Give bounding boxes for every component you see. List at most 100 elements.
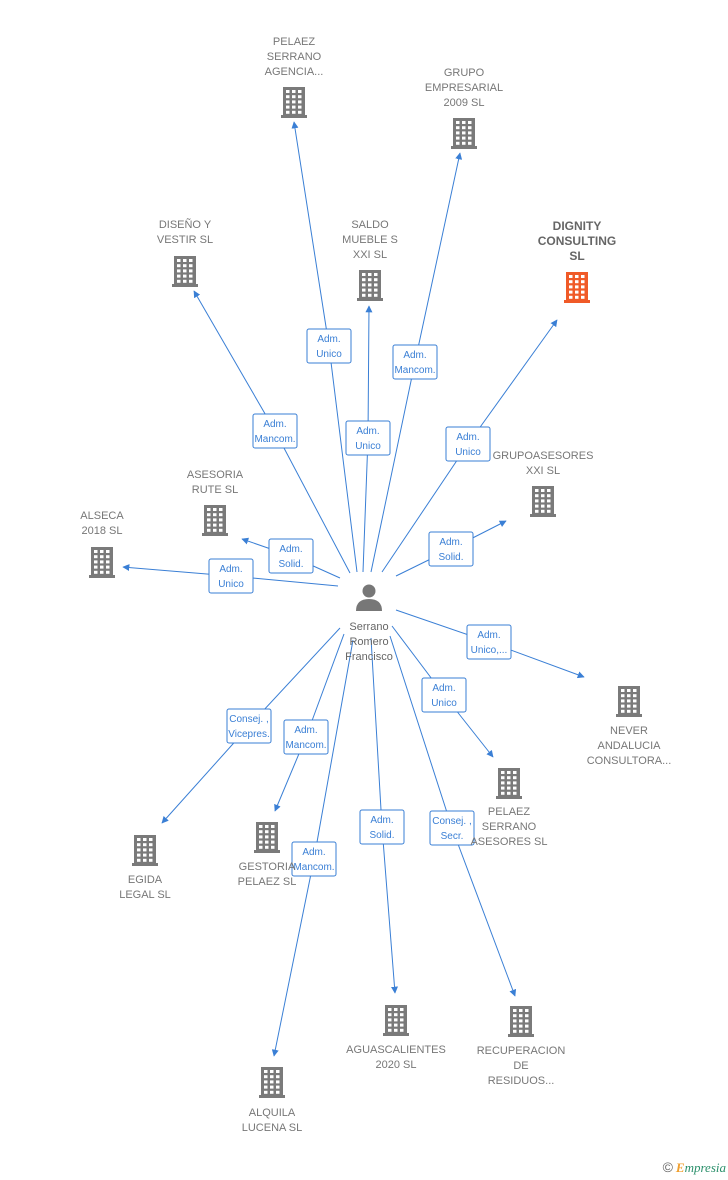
relation-label-box bbox=[268, 538, 314, 574]
company-label-line: CONSULTING bbox=[538, 234, 616, 248]
company-label-line: ANDALUCIA bbox=[598, 740, 662, 752]
relation-label-box bbox=[428, 531, 474, 567]
relation-label-text: Adm. bbox=[219, 564, 242, 575]
building-icon bbox=[496, 768, 522, 799]
relation-label-text: Unico,... bbox=[471, 645, 508, 656]
company-label-line: DISEÑO Y bbox=[159, 218, 212, 231]
company-node-aguascalientes-2020[interactable]: AGUASCALIENTES 2020 SL bbox=[346, 1005, 446, 1071]
company-label-line: EMPRESARIAL bbox=[425, 82, 503, 94]
building-icon bbox=[451, 118, 477, 149]
relation-label-alquila-lucena[interactable]: Adm. Mancom. bbox=[291, 841, 337, 877]
building-icon bbox=[281, 87, 307, 118]
relation-label-dignity-consulting[interactable]: Adm.Unico bbox=[445, 426, 491, 462]
company-label-line: DE bbox=[513, 1060, 528, 1072]
brand-name: mpresia bbox=[684, 1160, 726, 1175]
relation-label-box bbox=[429, 810, 475, 846]
company-label-line: XXI SL bbox=[353, 249, 387, 261]
person-icon bbox=[356, 584, 382, 611]
person-label-line: Francisco bbox=[345, 651, 393, 663]
company-node-never-andalucia[interactable]: NEVER ANDALUCIA CONSULTORA... bbox=[587, 686, 672, 767]
building-icon bbox=[616, 686, 642, 717]
relation-label-diseno-y-vestir[interactable]: Adm.Mancom. bbox=[252, 413, 298, 449]
relation-label-text: Consej. , bbox=[229, 714, 268, 725]
company-label-line: PELAEZ bbox=[488, 806, 530, 818]
relation-label-aguascalientes-2020[interactable]: Adm.Solid. bbox=[359, 809, 405, 845]
company-label-line: 2009 SL bbox=[444, 97, 485, 109]
relation-label-text: Adm. bbox=[403, 350, 426, 361]
relation-label-text: Adm. bbox=[439, 537, 462, 548]
company-label-line: CONSULTORA... bbox=[587, 755, 672, 767]
company-node-pelaez-serrano-asesores[interactable]: PELAEZ SERRANO ASESORES SL bbox=[470, 768, 548, 848]
relation-label-text: Adm. bbox=[317, 334, 340, 345]
relation-label-text: Mancom. bbox=[254, 434, 295, 445]
company-node-grupo-empresarial-2009[interactable]: GRUPO EMPRESARIAL 2009 SL bbox=[425, 67, 503, 149]
relation-label-gestoria-pelaez[interactable]: Adm.Mancom. bbox=[283, 719, 329, 755]
company-label-line: LEGAL SL bbox=[119, 889, 171, 901]
company-label-line: DIGNITY bbox=[553, 219, 602, 233]
company-label-line: GRUPO bbox=[444, 67, 485, 79]
relation-label-text: Adm. bbox=[302, 847, 325, 858]
relation-label-saldo-mueble[interactable]: Adm.Unico bbox=[345, 420, 391, 456]
building-icon bbox=[383, 1005, 409, 1036]
relation-label-box bbox=[445, 426, 491, 462]
relation-label-box bbox=[291, 841, 337, 877]
company-label-line: MUEBLE S bbox=[342, 234, 398, 246]
relation-label-text: Adm. bbox=[294, 725, 317, 736]
company-label-line: NEVER bbox=[610, 725, 648, 737]
building-icon bbox=[172, 256, 198, 287]
relation-label-box bbox=[421, 677, 467, 713]
company-label-line: AGUASCALIENTES bbox=[346, 1044, 446, 1056]
relation-label-text: Unico bbox=[218, 579, 244, 590]
relation-label-text: Adm. bbox=[432, 683, 455, 694]
copyright-symbol: © bbox=[662, 1159, 673, 1175]
company-label-line: LUCENA SL bbox=[242, 1122, 303, 1134]
relation-label-pelaez-serrano-agencia[interactable]: Adm.Unico bbox=[306, 328, 352, 364]
company-node-pelaez-serrano-agencia[interactable]: PELAEZSERRANOAGENCIA... bbox=[265, 36, 324, 118]
relation-label-box bbox=[226, 708, 272, 744]
relation-label-alseca-2018[interactable]: Adm. Unico bbox=[208, 558, 254, 594]
company-label-line: ALQUILA bbox=[249, 1107, 296, 1119]
company-node-recuperacion-residuos[interactable]: RECUPERACIONDERESIDUOS... bbox=[477, 1006, 566, 1087]
company-label-line: EGIDA bbox=[128, 874, 163, 886]
brand-initial: E bbox=[675, 1160, 685, 1175]
company-node-alquila-lucena[interactable]: ALQUILA LUCENA SL bbox=[242, 1067, 303, 1134]
relation-label-grupo-empresarial-2009[interactable]: Adm. Mancom. bbox=[392, 344, 438, 380]
company-label-line: RESIDUOS... bbox=[488, 1075, 555, 1087]
relation-label-text: Adm. bbox=[356, 426, 379, 437]
relation-label-asesoria-rute[interactable]: Adm.Solid. bbox=[268, 538, 314, 574]
person-label-line: Romero bbox=[349, 636, 388, 648]
relation-label-pelaez-serrano-asesores[interactable]: Adm.Unico bbox=[421, 677, 467, 713]
company-node-egida-legal[interactable]: EGIDA LEGAL SL bbox=[119, 835, 171, 901]
relation-label-box bbox=[306, 328, 352, 364]
relation-label-text: Solid. bbox=[278, 559, 303, 570]
relation-label-text: Adm. bbox=[370, 815, 393, 826]
company-label-line: ASESORIA bbox=[187, 469, 244, 481]
relation-label-text: Mancom. bbox=[394, 365, 435, 376]
company-label-line: SERRANO bbox=[267, 51, 322, 63]
relation-label-box bbox=[392, 344, 438, 380]
relation-label-egida-legal[interactable]: Consej. ,Vicepres. bbox=[226, 708, 272, 744]
company-label-line: ASESORES SL bbox=[470, 836, 547, 848]
company-label-line: SERRANO bbox=[482, 821, 537, 833]
company-label-line: 2020 SL bbox=[376, 1059, 417, 1071]
relation-label-never-andalucia[interactable]: Adm.Unico,... bbox=[466, 624, 512, 660]
building-icon bbox=[132, 835, 158, 866]
relation-label-recuperacion-residuos[interactable]: Consej. ,Secr. bbox=[429, 810, 475, 846]
building-icon bbox=[89, 547, 115, 578]
relation-label-grupoasesores-xxi[interactable]: Adm.Solid. bbox=[428, 531, 474, 567]
company-label-line: PELAEZ SL bbox=[238, 876, 297, 888]
relation-label-text: Mancom. bbox=[293, 862, 334, 873]
company-label-line: PELAEZ bbox=[273, 36, 315, 48]
building-icon bbox=[202, 505, 228, 536]
relation-label-box bbox=[466, 624, 512, 660]
relation-label-text: Unico bbox=[455, 447, 481, 458]
